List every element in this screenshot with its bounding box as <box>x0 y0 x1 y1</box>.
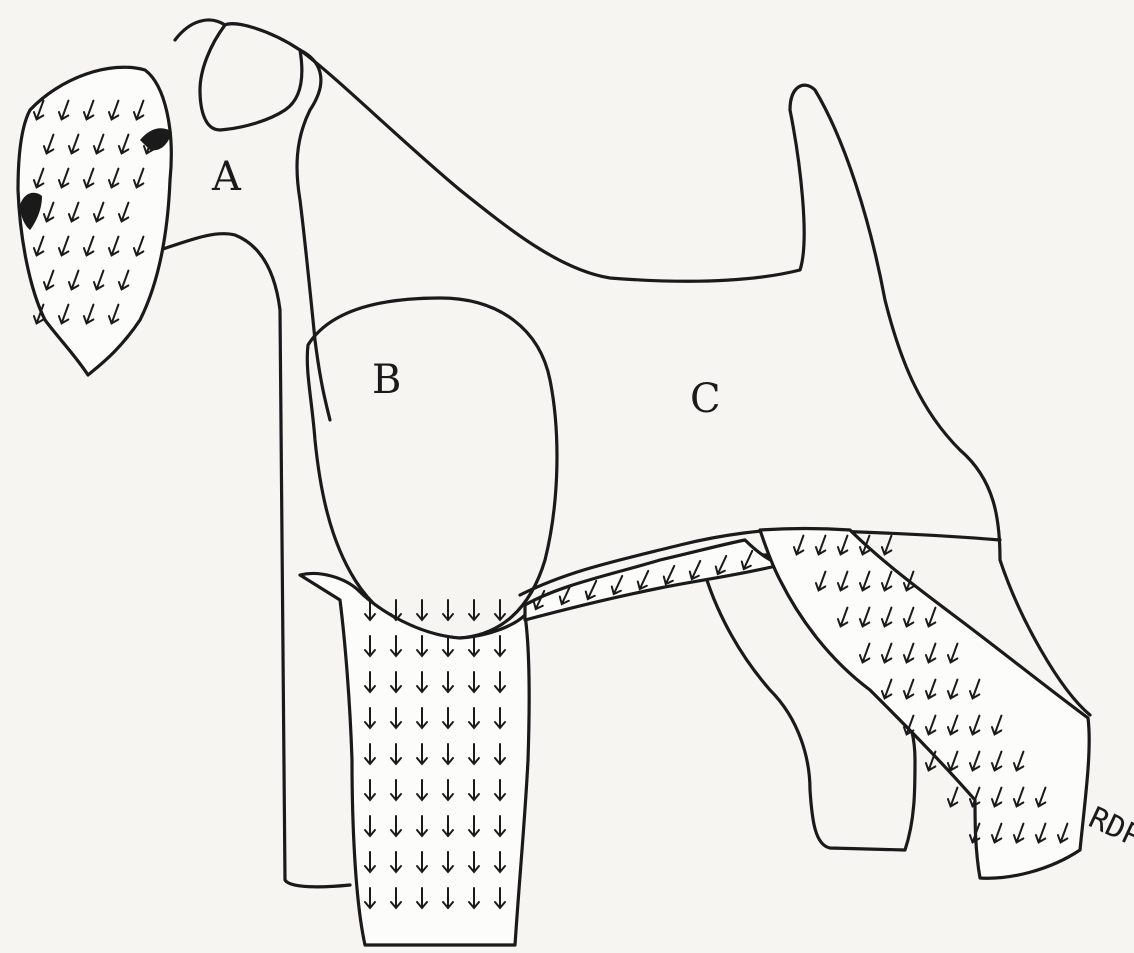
down-arrow-icon <box>391 600 401 620</box>
down-arrow-icon <box>443 600 453 620</box>
down-arrow-icon <box>946 786 962 808</box>
neck-front-outline <box>160 234 350 887</box>
region-a-label: A <box>211 154 242 200</box>
down-arrow-icon <box>469 600 479 620</box>
rear-leg-furnishing <box>760 529 1089 879</box>
down-arrow-icon <box>417 600 427 620</box>
ear-outline <box>175 20 302 130</box>
region-c-label: C <box>690 376 721 422</box>
shoulder-outline <box>297 50 330 420</box>
down-arrow-icon <box>880 534 896 556</box>
down-arrow-icon <box>495 600 505 620</box>
artist-signature: RDP <box>1083 800 1134 855</box>
beard-furnishing <box>18 67 171 375</box>
region-b-label: B <box>372 357 401 403</box>
